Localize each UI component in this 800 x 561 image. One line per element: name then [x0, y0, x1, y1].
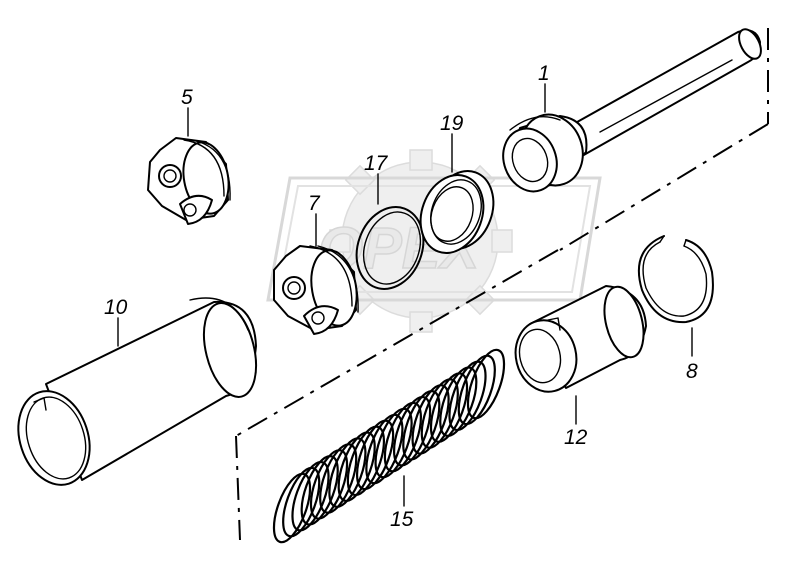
spring-coil — [355, 419, 395, 491]
spring-coil — [402, 390, 441, 461]
part-17-o-ring — [355, 206, 425, 290]
part-7-nut — [273, 245, 359, 335]
spring-coil — [439, 366, 478, 437]
spring-coil — [337, 431, 376, 502]
spring-coil — [457, 354, 496, 426]
part-8-snap-ring — [637, 235, 714, 324]
label-part-15: 15 — [390, 508, 414, 531]
spring-coil — [420, 378, 459, 449]
spring-coil — [272, 472, 312, 544]
part-15-spring — [272, 348, 506, 544]
spring-coil — [309, 449, 349, 520]
label-part-17: 17 — [364, 152, 389, 175]
spring-coil — [346, 425, 386, 497]
spring-coil — [448, 360, 487, 432]
label-part-8: 8 — [686, 360, 698, 383]
spring-coil — [291, 460, 330, 532]
part-labels: 1 5 7 8 10 12 15 17 19 — [104, 62, 698, 531]
spring-coil — [429, 372, 469, 443]
part-1-rod-piston — [502, 28, 762, 193]
spring-coil — [319, 443, 358, 514]
spring-coil — [365, 413, 404, 485]
part-10-tube — [17, 297, 258, 486]
label-part-10: 10 — [104, 296, 128, 319]
label-part-5: 5 — [181, 86, 193, 109]
label-part-12: 12 — [564, 426, 588, 449]
spring-coil — [383, 401, 423, 473]
assembly-lines — [235, 28, 769, 541]
label-part-7: 7 — [308, 192, 321, 215]
label-part-1: 1 — [538, 62, 550, 85]
spring-coil — [466, 348, 506, 420]
part-5-nut — [147, 137, 231, 225]
spring-coil — [392, 395, 432, 467]
spring-coil — [328, 437, 367, 508]
part-19-seal — [419, 170, 495, 254]
label-part-19: 19 — [440, 112, 464, 135]
leader-lines — [117, 83, 693, 507]
spring-coil — [300, 455, 339, 526]
spring-coil — [374, 407, 413, 479]
spring-coil — [282, 466, 321, 538]
part-12-bushing — [514, 285, 647, 393]
spring-coil — [411, 384, 450, 455]
